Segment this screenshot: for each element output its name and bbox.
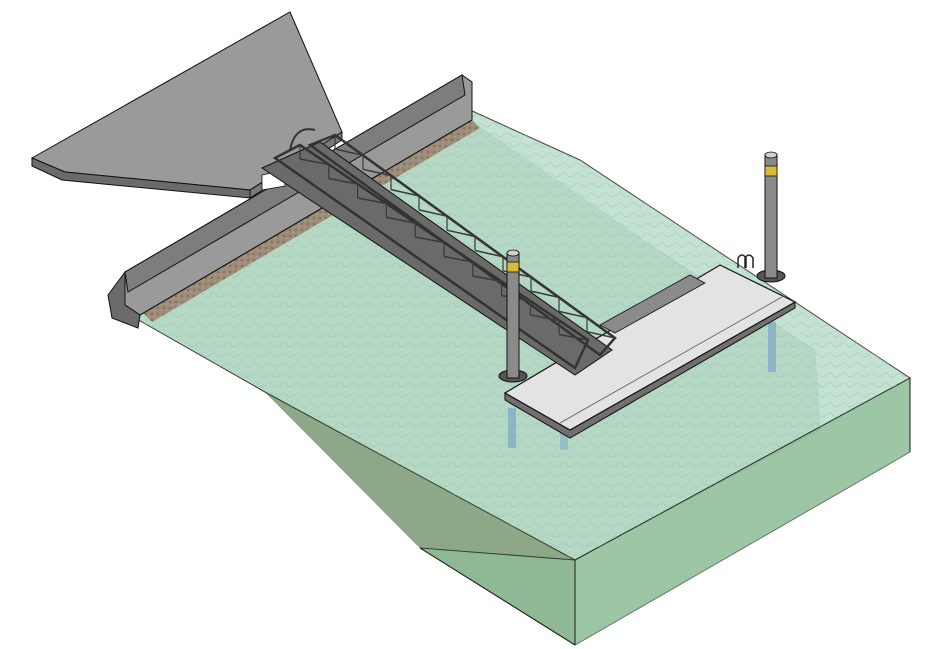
floating-pontoon <box>503 264 797 439</box>
truss-diagonal <box>362 168 392 177</box>
truss-diagonal <box>299 158 329 166</box>
truss-diagonal <box>390 188 420 197</box>
truss-diagonal <box>386 216 416 224</box>
gravel-strip <box>142 118 480 322</box>
truss-diagonal <box>357 197 387 205</box>
truss-diagonal <box>472 275 502 283</box>
guide-pile-front <box>498 249 528 383</box>
truss-diagonal <box>415 236 445 244</box>
water-right-face <box>575 378 910 645</box>
truss-diagonal <box>530 314 560 322</box>
truss-diagonal <box>328 177 358 185</box>
truss-diagonal <box>558 310 588 319</box>
truss-diagonal <box>474 249 504 258</box>
guide-pile-rear <box>756 151 786 283</box>
gangway-deck <box>260 141 613 376</box>
truss-diagonals <box>299 135 616 341</box>
truss-diagonal <box>443 255 473 263</box>
truss-diagonal <box>446 229 476 238</box>
steel-truss-gangway <box>260 128 617 376</box>
access-ladder-icon <box>737 254 754 268</box>
truss-diagonal <box>586 330 616 339</box>
truss-diagonal <box>530 290 560 299</box>
truss-diagonal <box>418 209 448 217</box>
truss-diagonal <box>559 333 589 341</box>
truss-diagonal <box>334 148 364 157</box>
pontoon-walkway <box>599 274 706 334</box>
gangway-handrail-end <box>289 128 316 151</box>
